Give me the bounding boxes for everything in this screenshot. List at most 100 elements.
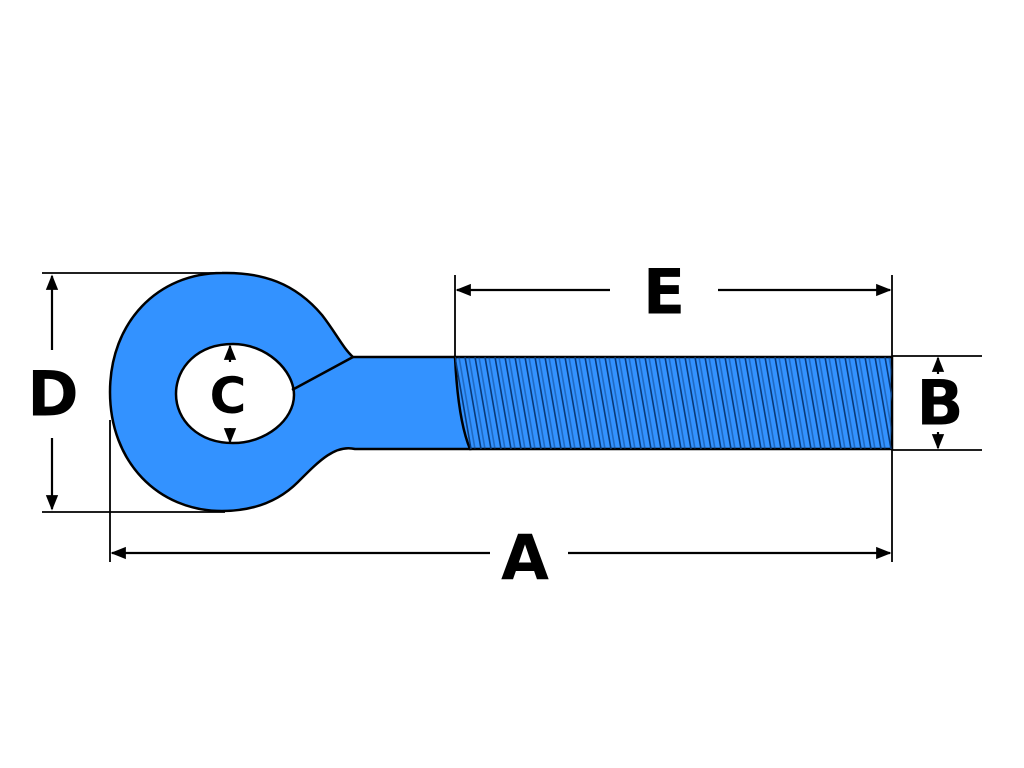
thread-line [474,357,492,449]
thread-line [718,357,736,449]
thread-line [464,357,482,449]
thread-line [554,357,572,449]
thread-line [514,357,532,449]
thread-line [678,357,696,449]
thread-line [728,357,746,449]
thread-line [854,357,872,449]
thread-line [888,357,892,449]
thread-line [588,357,606,449]
thread-line [899,357,915,449]
thread-line [604,357,622,449]
thread-line [494,357,512,449]
eye-bolt-body [108,271,472,513]
thread-line [838,357,856,449]
thread-line [504,357,522,449]
thread-line [618,357,636,449]
thread-line [834,357,852,449]
thread-line [498,357,516,449]
thread-line [694,357,712,449]
thread-line [744,357,762,449]
thread-line [578,357,596,449]
dimension-d-label: D [27,358,78,431]
thread-line [748,357,766,449]
thread-line [674,357,692,449]
thread-line [664,357,682,449]
thread-line [714,357,732,449]
dimension-a: A [109,420,893,595]
thread-line [768,357,786,449]
dimension-d: D [27,272,225,513]
thread-line [628,357,646,449]
thread-line [648,357,666,449]
dimension-b: B [892,355,982,451]
thread-line [574,357,592,449]
thread-line [684,357,702,449]
thread-line [624,357,642,449]
thread-line [698,357,716,449]
thread-line [758,357,776,449]
thread-line [568,357,586,449]
thread-line [738,357,756,449]
thread-line [478,357,496,449]
thread-line [764,357,782,449]
dimension-e: E [454,256,893,357]
thread-line [778,357,796,449]
thread-line [598,357,616,449]
thread-line [798,357,816,449]
thread-line [558,357,576,449]
thread-line [654,357,672,449]
thread-line [564,357,582,449]
thread-line [868,357,886,449]
thread-line [878,357,892,449]
thread-line [874,357,892,449]
thread-line [858,357,876,449]
thread-line [468,357,486,449]
thread-line [688,357,706,449]
thread-line [864,357,882,449]
thread-line [784,357,802,449]
thread-line [594,357,612,449]
thread-line [848,357,866,449]
thread-line [818,357,836,449]
thread-line [488,357,506,449]
thread-line [724,357,742,449]
thread-line [644,357,662,449]
thread-line [634,357,652,449]
thread-line [704,357,722,449]
thread-line [668,357,686,449]
thread-line [524,357,542,449]
thread-line [548,357,566,449]
thread-line [608,357,626,449]
thread-line [895,357,911,449]
thread-line [884,357,892,449]
thread-line [544,357,562,449]
thread-line [484,357,502,449]
dimension-c-label: C [210,367,247,425]
dimension-a-label: A [501,522,549,595]
eye-weld-line [291,355,354,392]
thread-pattern [455,357,915,449]
thread-line [774,357,792,449]
thread-line [528,357,546,449]
thread-line [804,357,822,449]
dimension-e-label: E [643,256,685,329]
thread-line [754,357,772,449]
thread-line [734,357,752,449]
dimension-b-label: B [916,367,963,440]
thread-line [638,357,656,449]
thread-line [455,357,472,449]
thread-line [708,357,726,449]
thread-line [534,357,552,449]
dimension-c: C [210,344,247,444]
thread-line [458,357,476,449]
thread-line [788,357,806,449]
thread-line [518,357,536,449]
thread-line [538,357,556,449]
thread-line [828,357,846,449]
thread-line [584,357,602,449]
thread-line [508,357,526,449]
thread-line [814,357,832,449]
thread-line [844,357,862,449]
thread-line [658,357,676,449]
eye-bolt-part [108,271,915,513]
